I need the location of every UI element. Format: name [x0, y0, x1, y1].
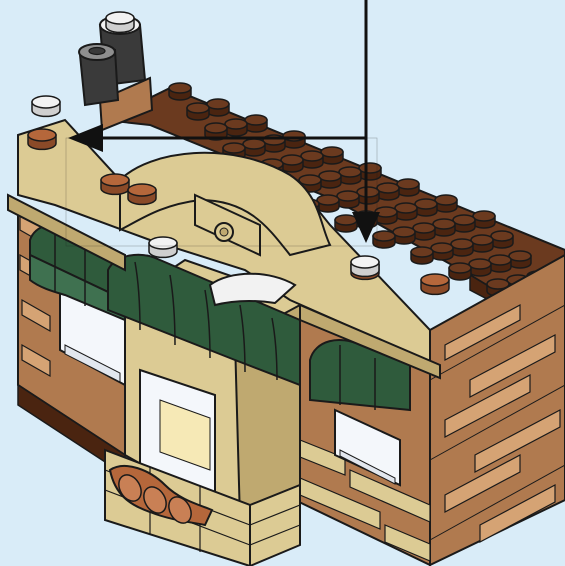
roof-stud — [317, 195, 339, 212]
roof-stud — [319, 171, 341, 188]
roof-stud — [207, 99, 229, 116]
white-round-plate — [149, 237, 177, 257]
facade-stud — [101, 174, 129, 194]
roof-stud — [431, 243, 453, 260]
roof-stud — [489, 255, 511, 272]
white-round-plate — [106, 12, 134, 32]
facade-stud — [128, 184, 156, 204]
roof-stud — [509, 251, 531, 268]
roof-stud — [395, 203, 417, 220]
roof-stud — [337, 191, 359, 208]
roof-stud — [377, 183, 399, 200]
right-wall — [430, 255, 565, 565]
roof-stud — [339, 167, 361, 184]
roof-stud — [433, 219, 455, 236]
roof-stud — [411, 247, 433, 264]
roof-stud — [435, 195, 457, 212]
roof-stud — [321, 147, 343, 164]
roof-stud — [359, 163, 381, 180]
roof-stud — [357, 187, 379, 204]
roof-stud — [335, 215, 357, 232]
roof-stud — [415, 199, 437, 216]
roof-stud — [397, 179, 419, 196]
roof-stud — [245, 115, 267, 132]
roof-stud — [469, 259, 491, 276]
chimneys — [79, 16, 152, 130]
roof-stud — [451, 239, 473, 256]
white-round-plate — [351, 256, 379, 276]
roof-stud — [471, 235, 493, 252]
roof-stud — [473, 211, 495, 228]
roof-stud — [187, 103, 209, 120]
roof-stud — [373, 231, 395, 248]
roof-stud — [449, 263, 471, 280]
roof-stud — [281, 155, 303, 172]
roof-stud — [301, 151, 323, 168]
roof-stud — [169, 83, 191, 100]
white-round-plate — [32, 96, 60, 116]
roof-stud — [393, 227, 415, 244]
facade-stud — [421, 274, 449, 294]
roof-stud — [453, 215, 475, 232]
facade-stud — [28, 129, 56, 149]
roof-stud — [413, 223, 435, 240]
roof-stud — [491, 231, 513, 248]
roof-stud — [225, 119, 247, 136]
roof-stud — [243, 139, 265, 156]
